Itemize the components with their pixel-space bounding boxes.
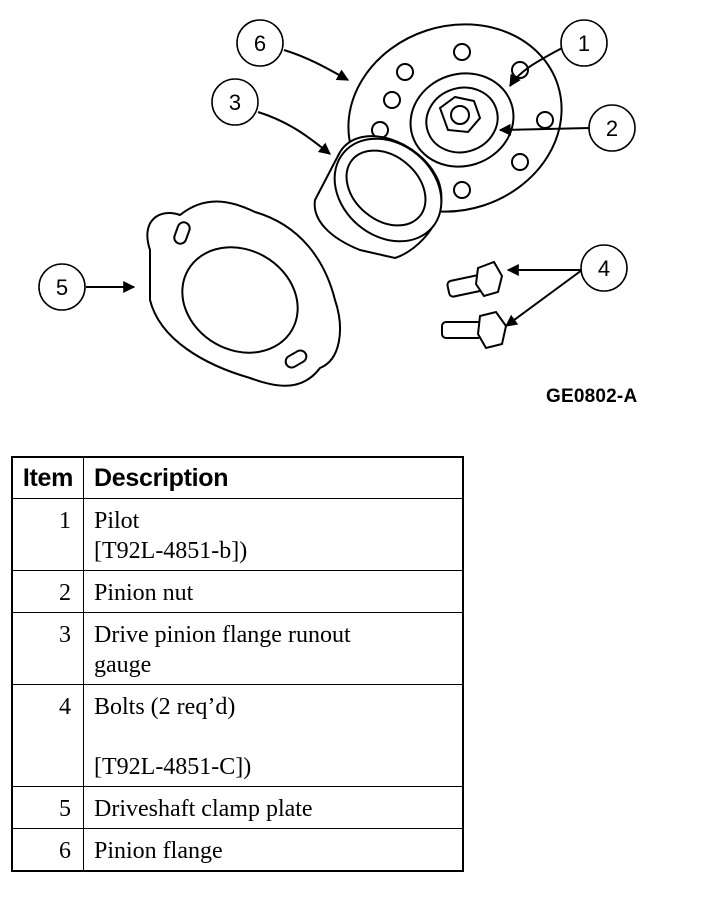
driveshaft-clamp-plate xyxy=(146,200,341,387)
table-header-row: Item Description xyxy=(11,456,464,499)
description-line: [T92L-4851-b]) xyxy=(94,538,248,564)
description-line: Drive pinion flange runout xyxy=(94,622,351,648)
callout-2: 2 xyxy=(588,104,636,152)
description-line: Pilot xyxy=(94,508,140,534)
leader-4b xyxy=(505,269,583,327)
exploded-parts-diagram: 1 2 3 4 5 6 xyxy=(38,19,636,387)
callout-1-label: 1 xyxy=(578,31,590,56)
leader-3 xyxy=(257,111,331,155)
table-row: 6 Pinion flange xyxy=(11,828,464,872)
description-line: Driveshaft clamp plate xyxy=(94,796,313,822)
description-line: Pinion nut xyxy=(94,580,194,606)
description-line xyxy=(94,722,456,752)
callout-1: 1 xyxy=(560,19,608,67)
callout-6-label: 6 xyxy=(254,31,266,56)
callout-6: 6 xyxy=(236,19,284,67)
callout-5: 5 xyxy=(38,263,86,311)
row-item-number: 6 xyxy=(11,828,84,872)
leader-6 xyxy=(283,49,350,81)
row-description: Drive pinion flange runout gauge xyxy=(83,612,464,685)
row-item-number: 1 xyxy=(11,498,84,571)
callout-4: 4 xyxy=(580,244,628,292)
table-row: 3 Drive pinion flange runout gauge xyxy=(11,612,464,685)
bolt-lower xyxy=(441,310,508,350)
table-row: 2 Pinion nut xyxy=(11,570,464,613)
row-description: Driveshaft clamp plate xyxy=(83,786,464,829)
row-description: Pinion nut xyxy=(83,570,464,613)
table-row: 4 Bolts (2 req’d) [T92L-4851-C]) xyxy=(11,684,464,787)
figure-id-label: GE0802-A xyxy=(546,386,638,407)
description-line: [T92L-4851-C]) xyxy=(94,754,252,780)
row-description: Pinion flange xyxy=(83,828,464,872)
header-description: Description xyxy=(83,456,464,499)
callout-2-label: 2 xyxy=(606,116,618,141)
description-line: Bolts (2 req’d) xyxy=(94,694,236,720)
row-description: Bolts (2 req’d) [T92L-4851-C]) xyxy=(83,684,464,787)
header-item: Item xyxy=(11,456,84,499)
table-row: 5 Driveshaft clamp plate xyxy=(11,786,464,829)
callout-4-label: 4 xyxy=(598,256,610,281)
runout-gauge xyxy=(313,135,443,260)
row-item-number: 2 xyxy=(11,570,84,613)
row-item-number: 4 xyxy=(11,684,84,787)
description-line: Pinion flange xyxy=(94,838,223,864)
table-row: 1 Pilot [T92L-4851-b]) xyxy=(11,498,464,571)
pinion-nut xyxy=(438,95,482,134)
callout-3-label: 3 xyxy=(229,90,241,115)
leader-1 xyxy=(509,47,563,88)
row-item-number: 3 xyxy=(11,612,84,685)
leader-2 xyxy=(498,123,591,136)
bolt-upper xyxy=(446,260,504,298)
callout-3: 3 xyxy=(211,78,259,126)
row-item-number: 5 xyxy=(11,786,84,829)
row-description: Pilot [T92L-4851-b]) xyxy=(83,498,464,571)
callout-5-label: 5 xyxy=(56,275,68,300)
description-line: gauge xyxy=(94,652,152,678)
